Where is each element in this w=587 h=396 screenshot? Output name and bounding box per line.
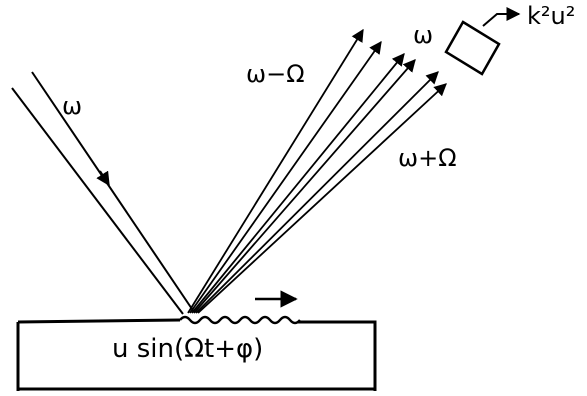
detector-output-arrow (482, 7, 521, 27)
incident-beam (11, 71, 195, 315)
surface-wave-label: u sin(Ωt+φ) (112, 334, 263, 364)
sample-block (16, 318, 377, 391)
detector-output-label: k²u² (527, 2, 575, 30)
surface-ripple (179, 315, 301, 325)
detector-box (444, 20, 501, 76)
lower-sideband-label: ω−Ω (246, 60, 305, 88)
reflected-beams (187, 28, 447, 314)
carrier-label: ω (413, 21, 433, 49)
upper-sideband-label: ω+Ω (398, 144, 457, 172)
incident-label: ω (62, 92, 82, 120)
